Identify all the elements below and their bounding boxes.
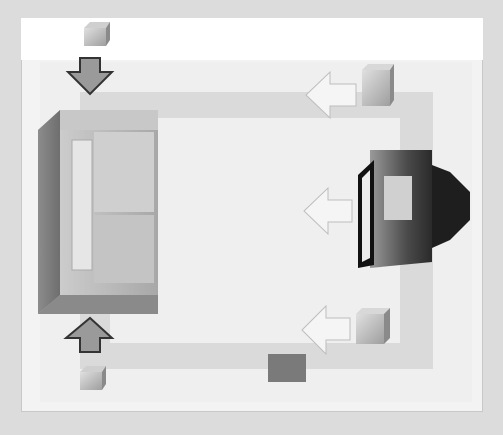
small-square-block <box>268 354 306 382</box>
cube-icon <box>362 64 394 106</box>
cube-icon <box>80 366 106 390</box>
cube-icon <box>84 22 110 46</box>
cube-icon <box>356 308 390 344</box>
rack-unit-icon <box>38 110 158 314</box>
